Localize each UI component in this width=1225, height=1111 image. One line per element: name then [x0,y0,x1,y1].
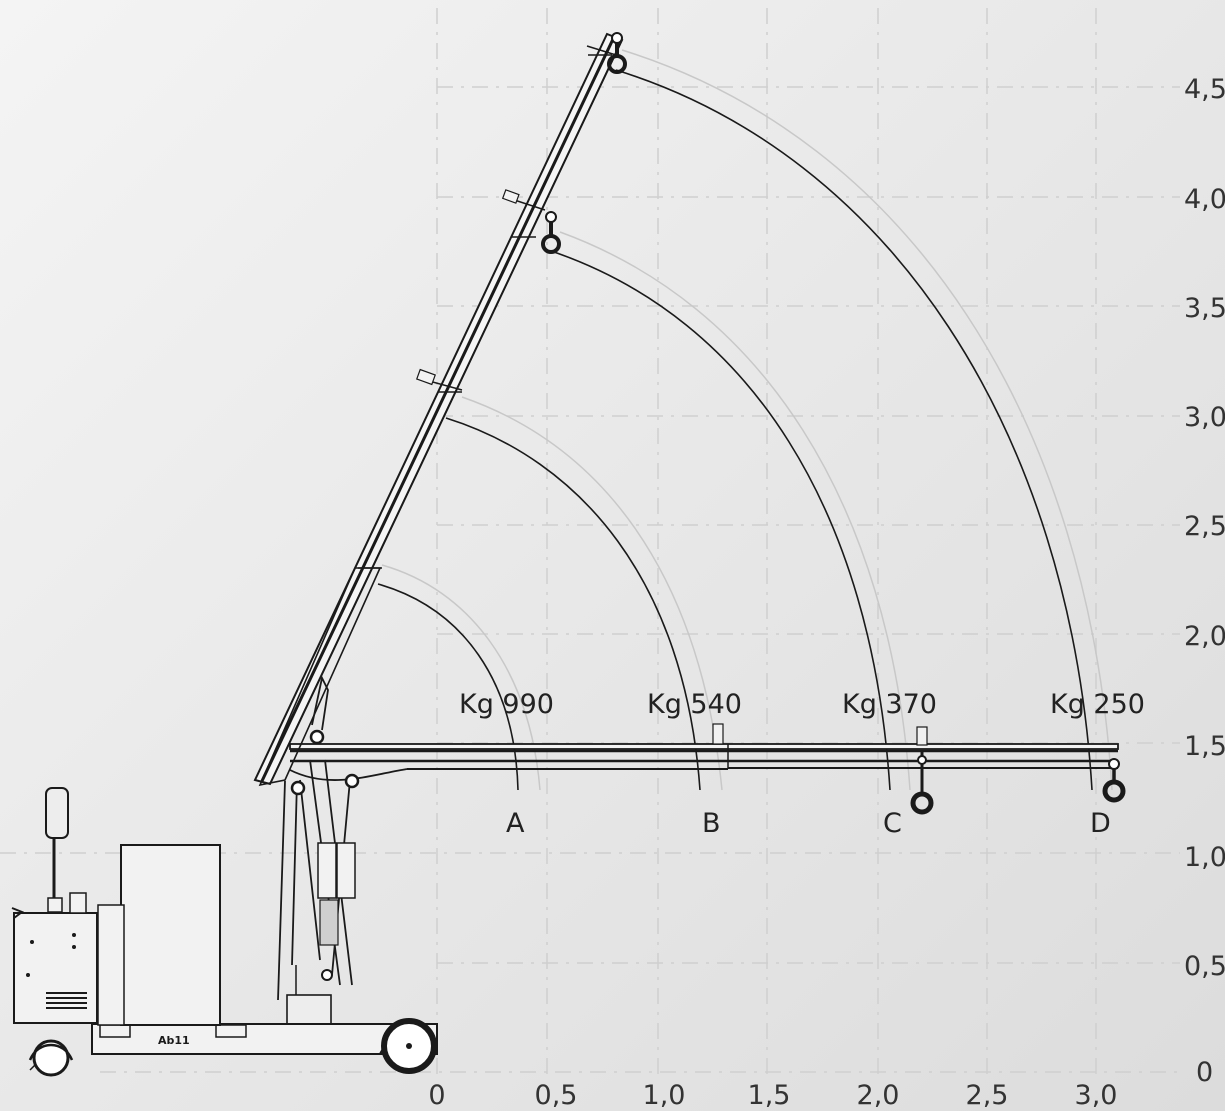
position-letter-b: B [702,808,721,839]
y-tick: 4,0 [1184,184,1225,215]
arc-a-outline [381,564,541,791]
x-tick: 1,0 [643,1080,686,1111]
y-tick: 1,5 [1184,731,1225,762]
x-tick: 0,5 [535,1080,578,1111]
y-tick: 1,0 [1184,842,1225,873]
arc-b-outline [461,396,723,791]
y-tick: 3,0 [1184,402,1225,433]
hook-c [910,752,934,815]
arc-b [445,417,701,791]
x-tick: 1,5 [748,1080,791,1111]
inclined-boom [253,32,624,787]
y-tick: 0,5 [1184,951,1225,982]
crane-chassis: Ab11 [91,1018,438,1074]
arc-c-outline [559,231,911,791]
y-tick: 4,5 [1184,74,1225,105]
load-label-a: Kg 990 [459,689,554,720]
x-tick: 2,5 [966,1080,1009,1111]
arc-c [553,251,891,791]
position-letter-d: D [1090,808,1111,839]
hooks [541,32,1126,815]
y-tick: 2,0 [1184,621,1225,652]
y-axis-ticks: 0 0,5 1,0 1,5 2,0 2,5 3,0 3,5 4,0 4,5 [1184,74,1225,1088]
x-tick: 0 [428,1080,445,1111]
x-axis-ticks: 0 0,5 1,0 1,5 2,0 2,5 3,0 [428,1080,1117,1111]
chassis-mark: Ab11 [158,1034,190,1047]
arc-d-outline [621,49,1113,791]
load-label-d: Kg 250 [1050,689,1145,720]
arc-d [615,69,1093,791]
crane-column [277,675,360,1026]
x-tick: 3,0 [1075,1080,1118,1111]
position-letter-c: C [883,808,902,839]
hook-d-top [607,32,627,74]
battery-box [97,844,221,1026]
control-unit [11,787,98,1077]
horizontal-boom [289,723,1119,781]
reach-arcs [377,49,1113,791]
hook-d [1102,758,1126,803]
y-tick: 0 [1196,1057,1213,1088]
arc-a [377,583,519,791]
load-label-b: Kg 540 [647,689,742,720]
hook-c-top [541,211,561,254]
load-label-c: Kg 370 [842,689,937,720]
position-labels: Kg 990 Kg 540 Kg 370 Kg 250 A B C D [459,689,1145,839]
y-tick: 2,5 [1184,511,1225,542]
position-letter-a: A [506,808,525,839]
y-tick: 3,5 [1184,293,1225,324]
x-tick: 2,0 [857,1080,900,1111]
